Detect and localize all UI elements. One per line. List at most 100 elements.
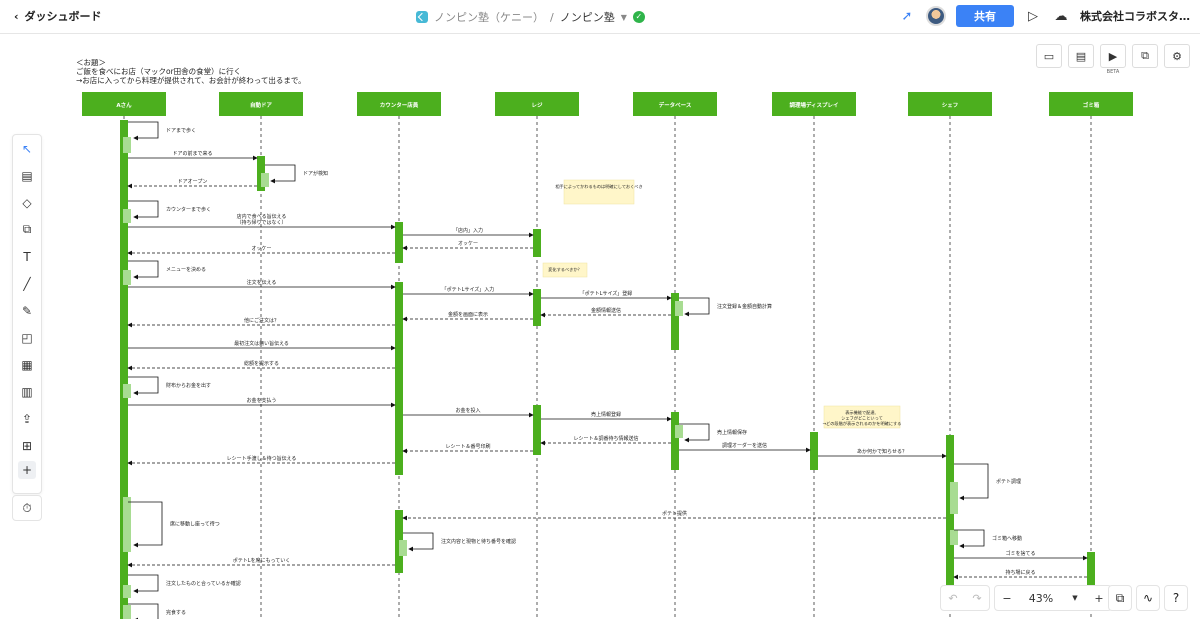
- actor-box: [772, 92, 856, 116]
- self-message-arrow: [128, 200, 159, 220]
- message-label: ゴミ箱へ移動: [992, 535, 1022, 542]
- sticky-note-icon[interactable]: ◰: [21, 330, 33, 345]
- message-label: 注文登録＆金額自動計算: [717, 303, 772, 310]
- actor-box: [495, 92, 579, 116]
- self-message-arrow: [403, 532, 434, 552]
- self-message-arrow: [128, 603, 159, 619]
- table-icon[interactable]: ▦: [21, 357, 33, 372]
- message-label: オッケー: [251, 245, 271, 252]
- text-icon[interactable]: T: [23, 249, 31, 264]
- message-label: 金額を画面に表示: [448, 311, 488, 318]
- self-message-arrow: [954, 529, 985, 549]
- template-icon[interactable]: ▤: [21, 168, 33, 183]
- avatar[interactable]: [926, 6, 946, 26]
- cursor-follow-icon[interactable]: ➚: [901, 8, 913, 24]
- chevron-down-icon[interactable]: ▼: [1072, 594, 1078, 602]
- line-icon[interactable]: ╱: [23, 276, 31, 291]
- activation-bar: [395, 510, 403, 573]
- message-label: ドアが検知: [303, 170, 328, 177]
- actor-box: [219, 92, 303, 116]
- self-message-arrow: [128, 501, 163, 548]
- redo-icon[interactable]: ↷: [972, 591, 982, 605]
- pages-icon[interactable]: ▭: [1036, 44, 1062, 68]
- timer-icon[interactable]: ⏱: [12, 495, 42, 521]
- message-label: メニューを決める: [166, 266, 206, 273]
- activation-bar: [950, 482, 958, 514]
- zoom-in-button[interactable]: +: [1094, 591, 1104, 605]
- back-label: ダッシュボード: [24, 10, 102, 23]
- company-name[interactable]: 株式会社コラボスタ…: [1080, 10, 1190, 23]
- zoom-level[interactable]: 43%: [1028, 591, 1054, 605]
- activation-bar: [946, 435, 954, 585]
- upload-icon[interactable]: ⇪: [21, 411, 33, 426]
- comment-add-icon[interactable]: ⊞: [21, 438, 33, 453]
- saved-check-icon: ✓: [632, 11, 645, 23]
- activation-bar: [257, 156, 265, 191]
- help-icon[interactable]: ?: [1164, 585, 1188, 611]
- shapes-icon[interactable]: ◇: [22, 195, 32, 210]
- breadcrumb-parent[interactable]: ノンピン塾（ケニー）: [434, 11, 544, 24]
- chevron-down-icon[interactable]: ▼: [620, 12, 627, 22]
- activation-bar: [533, 289, 541, 326]
- app-logo-icon: [416, 11, 428, 23]
- chat-icon[interactable]: ⧉: [1132, 44, 1158, 68]
- message-label: 注文を伝える: [247, 279, 277, 286]
- sticky-note-text: 変化するべきか？: [548, 266, 582, 273]
- self-message-arrow: [128, 574, 159, 594]
- activity-icon[interactable]: ∿: [1136, 585, 1160, 611]
- breadcrumb: ノンピン塾（ケニー） / ノンピン塾 ▼ ✓: [416, 9, 645, 25]
- sticky-note-text: 表示機能で配達、: [845, 409, 879, 416]
- pen-icon[interactable]: ✎: [21, 303, 33, 318]
- message-label: 総額を提示する: [244, 360, 279, 367]
- self-message-arrow: [265, 164, 296, 184]
- message-label: ドアまで歩く: [166, 127, 196, 134]
- message-label: 他にご注文は？: [244, 317, 279, 324]
- cloud-download-icon[interactable]: ☁: [1054, 8, 1068, 24]
- message-label: ポテトLを席にもっていく: [233, 557, 291, 564]
- message-label: カウンターまで歩く: [166, 206, 211, 213]
- actor-label: シェフ: [942, 102, 959, 109]
- message-label: 店内で食べる旨伝える: [237, 213, 287, 220]
- activation-bar: [395, 282, 403, 475]
- message-label: オッケー: [458, 240, 478, 247]
- message-label: 財布からお金を出す: [166, 382, 211, 389]
- message-label: 席に移動し座って待つ: [170, 521, 220, 528]
- actor-label: データベース: [659, 101, 692, 109]
- message-label: お金を支払う: [246, 397, 276, 404]
- message-label: レシート＆調番待ち情報送信: [573, 435, 638, 442]
- activation-bar: [810, 432, 818, 470]
- present-play-icon[interactable]: ▷: [1028, 8, 1038, 24]
- message-label: レシート＆番号印刷: [445, 443, 490, 450]
- zoom-box: − 43% ▼ +: [994, 585, 1112, 611]
- layers-icon[interactable]: ⧉: [1108, 585, 1132, 611]
- select-cursor-icon[interactable]: ↖: [21, 141, 33, 156]
- zoom-out-button[interactable]: −: [1002, 591, 1012, 605]
- back-to-dashboard-button[interactable]: ‹ ダッシュボード: [14, 8, 102, 24]
- columns-icon[interactable]: ▥: [21, 384, 33, 399]
- activation-bar: [123, 497, 131, 552]
- share-button[interactable]: 共有: [956, 5, 1014, 27]
- message-label: 注文内容と現物と待ち番号を確認: [441, 538, 516, 545]
- sticky-note-text: 相手によってかわるものは明確にしておくべき: [555, 183, 642, 190]
- activation-bar: [533, 405, 541, 455]
- video-icon[interactable]: ▶BETA: [1100, 44, 1126, 75]
- image-icon[interactable]: ⧉: [22, 222, 32, 236]
- comment-icon[interactable]: ▤: [1068, 44, 1094, 68]
- theme-note[interactable]: ＜お題＞ ご飯を食べにお店（マックor田舎の食堂）に行く →お店に入ってから料理…: [76, 58, 306, 85]
- zoom-controls: ↶ ↷ − 43% ▼ +: [940, 585, 1112, 611]
- more-tools-plus-icon[interactable]: +: [18, 461, 36, 479]
- top-right-actions: ➚ 共有 ▷ ☁ 株式会社コラボスタ…: [898, 5, 1190, 27]
- actor-label: カウンター店員: [380, 101, 419, 109]
- message-label: ドアオープン: [178, 179, 208, 185]
- message-label: 最初注文は無い旨伝える: [234, 340, 289, 347]
- left-toolbar: ↖ ▤ ◇ ⧉ T ╱ ✎ ◰ ▦ ▥ ⇪ ⊞ +: [12, 134, 42, 494]
- bottom-right-icons: ⧉ ∿ ?: [1108, 585, 1188, 611]
- undo-icon[interactable]: ↶: [948, 591, 958, 605]
- gear-icon[interactable]: ⚙: [1164, 44, 1190, 68]
- actor-box: [357, 92, 441, 116]
- message-label: お金を投入: [455, 407, 480, 414]
- actor-label: 調理場ディスプレイ: [789, 101, 838, 109]
- message-label: 金額情報送信: [591, 307, 621, 314]
- breadcrumb-current[interactable]: ノンピン塾: [559, 11, 615, 24]
